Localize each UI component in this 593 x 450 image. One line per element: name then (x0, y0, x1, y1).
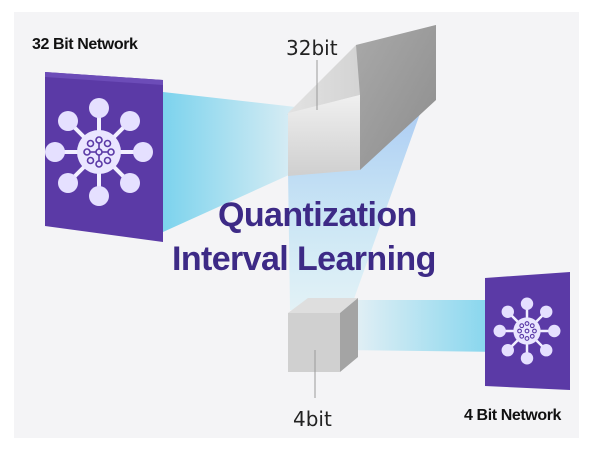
projection-beam-down (288, 80, 432, 310)
projection-beam-left (163, 92, 322, 232)
bar-32bit (287, 25, 436, 176)
bits-32-label: 32bit (286, 36, 338, 60)
bits-4-label: 4bit (293, 407, 332, 431)
network-4bit-label: 4 Bit Network (464, 407, 562, 424)
projection-beam-right (340, 300, 505, 352)
title-line-1: Quantization (218, 196, 417, 234)
title-line-2: Interval Learning (172, 240, 436, 278)
cube-4bit (288, 298, 358, 398)
neural-network-icon (45, 98, 153, 206)
neural-network-icon (493, 297, 561, 365)
network-32bit-label: 32 Bit Network (32, 36, 138, 53)
